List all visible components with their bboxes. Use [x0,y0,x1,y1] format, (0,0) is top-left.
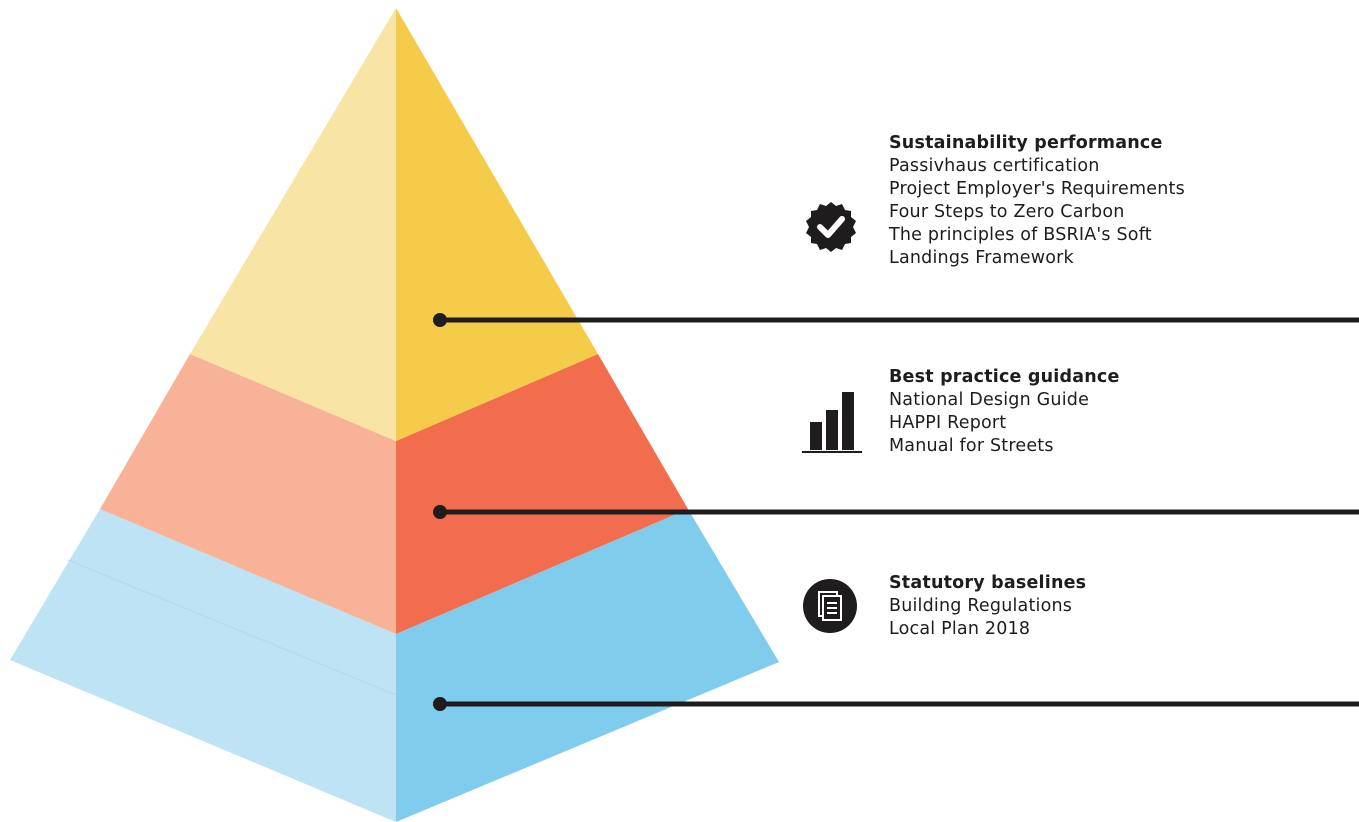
tier-item: Passivhaus certification [889,156,1100,176]
pyramid-middle-right-face [396,354,688,634]
leader-dot-middle [433,505,447,519]
pyramid-top-right-face [396,8,598,441]
pyramid-bottom-right-face [396,509,779,822]
pyramid-middle-left-face [100,354,396,634]
tier-item: The principles of BSRIA's Soft [889,225,1152,245]
tier-item: Project Employer's Requirements [889,179,1185,199]
tier-heading: Best practice guidance [889,367,1120,387]
tier-item: Four Steps to Zero Carbon [889,202,1125,222]
tier-sustainability-performance: Sustainability performance Passivhaus ce… [889,132,1185,270]
leader-dot-bottom [433,697,447,711]
tier-best-practice-guidance: Best practice guidance National Design G… [889,366,1120,458]
pyramid-bottom-left-face [10,509,396,822]
leader-line-bottom [433,697,1359,711]
pyramid-top-left-face [190,8,396,441]
leader-line-top [433,313,1359,327]
check-badge-icon [806,202,856,252]
pyramid-bottom-seam [67,559,397,696]
tier-item: National Design Guide [889,390,1090,410]
documents-icon [803,579,857,633]
leader-line-middle [433,505,1359,519]
tier-item: Manual for Streets [889,436,1054,456]
tier-heading: Statutory baselines [889,573,1087,593]
tier-item: Building Regulations [889,596,1073,616]
leader-dot-top [433,313,447,327]
tier-item: Landings Framework [889,248,1074,268]
tier-heading: Sustainability performance [889,133,1163,153]
tier-statutory-baselines: Statutory baselines Building Regulations… [889,572,1086,641]
bar-chart-icon [802,392,862,453]
tier-item: Local Plan 2018 [889,619,1031,639]
tier-item: HAPPI Report [889,413,1007,433]
